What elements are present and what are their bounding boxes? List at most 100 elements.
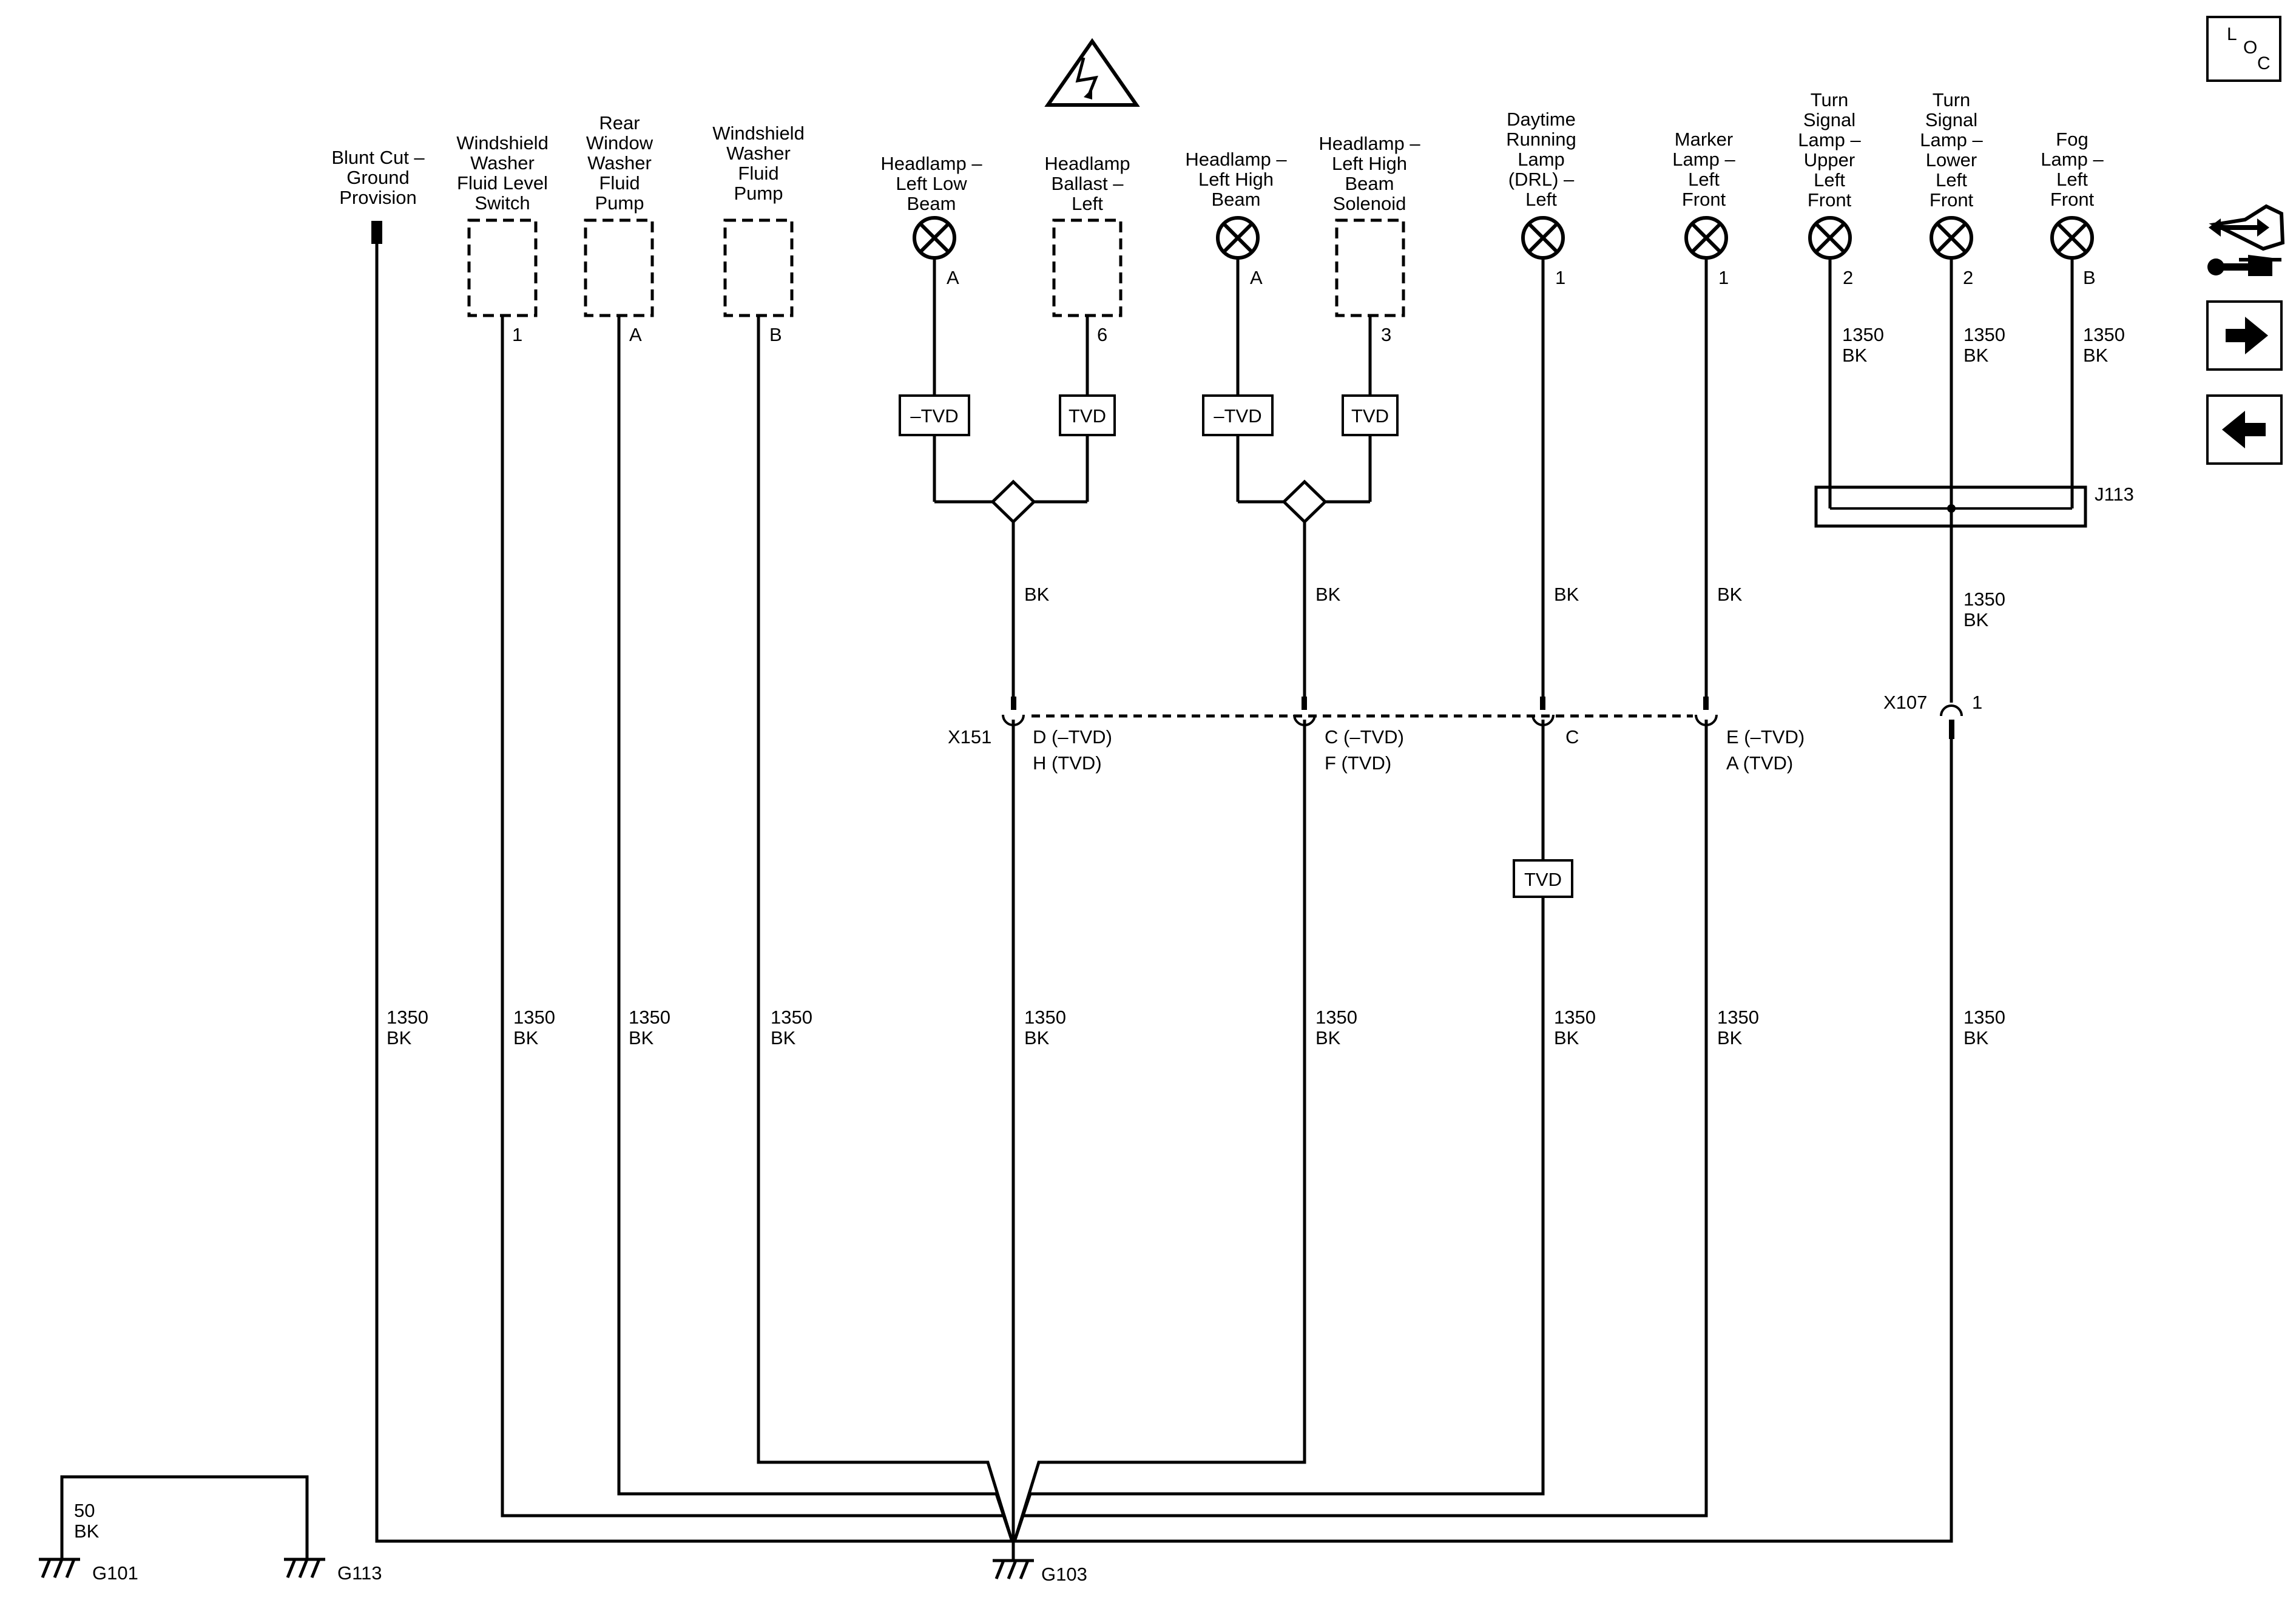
ground-color-label: BK <box>74 1521 100 1542</box>
hl-ballast-box <box>1052 218 1123 317</box>
label-line: Left <box>1936 169 1967 191</box>
location-button[interactable]: L O C <box>2206 16 2281 82</box>
x151-marker-pin-2: A (TVD) <box>1726 752 1793 774</box>
wire-circuit-label: 1350 <box>1842 324 1884 345</box>
label-line: Windshield <box>712 123 805 144</box>
label-line: Blunt Cut – <box>331 147 425 168</box>
label-line: Ballast – <box>1052 173 1124 194</box>
label-line: Fog <box>2056 129 2088 150</box>
option-boxes: –TVD TVD –TVD TVD TVD <box>899 394 1573 898</box>
label-line: Fluid Level <box>457 172 548 194</box>
minus-tvd-box-label: –TVD <box>1214 405 1261 427</box>
label-line: Daytime <box>1507 109 1576 130</box>
label-line: Beam <box>1212 189 1261 210</box>
label-line: Pump <box>595 192 644 214</box>
lamp-icon <box>913 216 956 260</box>
wire-color-label: BK <box>1554 1027 1579 1048</box>
label-line: Lamp – <box>1672 149 1735 170</box>
wire-color-label: BK <box>1717 1027 1743 1048</box>
label-line: Left <box>1072 193 1103 214</box>
pin-ww-level-switch: 1 <box>512 324 522 345</box>
ground-icon <box>993 1541 1034 1579</box>
pin-ws-washer-pump: B <box>769 324 782 345</box>
j113-splice-pack <box>1814 485 2087 528</box>
wire-color-label: BK <box>1024 584 1050 605</box>
label-line: Front <box>1682 189 1726 210</box>
label-line: Upper <box>1804 149 1855 170</box>
g103-label: G103 <box>1041 1564 1087 1585</box>
label-line: Pump <box>734 183 783 204</box>
wire-circuit-label: 1350 <box>1024 1007 1066 1028</box>
wire-color-label: BK <box>1963 345 1989 366</box>
wire-color-label: BK <box>1842 345 1868 366</box>
wire-circuit-label: 1350 <box>1315 1007 1357 1028</box>
label-line: Headlamp <box>1044 153 1130 174</box>
ww-level-switch-box <box>467 218 538 317</box>
ground-circuit-label: 50 <box>74 1500 95 1521</box>
label-line: Marker <box>1675 129 1733 150</box>
pin-labels: 1 A B A 6 A 3 1 1 2 2 B <box>512 267 2096 345</box>
wire-circuit-label: 1350 <box>387 1007 428 1028</box>
wire-color-label: BK <box>629 1027 654 1048</box>
label-line: Lamp – <box>2041 149 2104 170</box>
label-line: Beam <box>1345 173 1394 194</box>
wire-color-label: BK <box>771 1027 796 1048</box>
j113-label: J113 <box>2095 484 2134 505</box>
label-line: Left <box>1814 169 1845 191</box>
x107-connector: X107 1 <box>1883 692 1982 739</box>
ws-washer-pump-box <box>723 218 794 317</box>
wire-color-label: BK <box>1024 1027 1050 1048</box>
label-line: Front <box>2050 189 2095 210</box>
lamp-icon <box>1684 216 1728 260</box>
wire-color-label: BK <box>1963 1027 1989 1048</box>
wire-circuit-label: 1350 <box>771 1007 812 1028</box>
wire-color-label: BK <box>1315 584 1341 605</box>
label-line: Fluid <box>599 172 640 194</box>
x151-hl-low-pin-2: H (TVD) <box>1033 752 1102 774</box>
next-page-button[interactable] <box>2206 300 2283 371</box>
rw-washer-pump-box <box>584 218 654 317</box>
label-line: Left High <box>1198 169 1274 190</box>
previous-page-button[interactable] <box>2206 394 2283 465</box>
x151-hl-low-pin-1: D (–TVD) <box>1033 726 1112 748</box>
component-boxes <box>467 218 1405 317</box>
wire-color-label: BK <box>387 1027 412 1048</box>
x151-hl-high-pin-1: C (–TVD) <box>1325 726 1404 748</box>
x107-label: X107 <box>1883 692 1927 713</box>
loc-o: O <box>2243 38 2257 58</box>
arrow-left-icon <box>2222 411 2266 448</box>
connector-repair-icon[interactable] <box>2207 204 2285 276</box>
wire-circuit-label: 1350 <box>513 1007 555 1028</box>
splice-diamond <box>1281 479 1328 524</box>
pin-hl-high-beam: A <box>1250 267 1263 288</box>
label-line: Provision <box>339 187 417 208</box>
label-line: Washer <box>587 152 652 174</box>
label-line: Running <box>1506 129 1576 150</box>
label-line: Front <box>1808 189 1852 211</box>
label-line: Turn <box>1811 89 1849 110</box>
pin-hl-low-beam: A <box>947 267 959 288</box>
splice-diamond <box>990 479 1036 524</box>
wire-circuit-label: 1350 <box>1554 1007 1596 1028</box>
lamp-icon <box>1216 216 1260 260</box>
wire-color-label: BK <box>1315 1027 1341 1048</box>
label-line: Lamp – <box>1798 129 1861 150</box>
label-line: Washer <box>726 143 791 164</box>
x107-pin: 1 <box>1972 692 1982 713</box>
x151-hl-high-pin-2: F (TVD) <box>1325 752 1391 774</box>
minus-tvd-box-label: –TVD <box>910 405 958 427</box>
label-line: Headlamp – <box>1185 149 1287 170</box>
pin-ts-lower: 2 <box>1963 267 1973 288</box>
label-line: Ground <box>346 167 409 188</box>
